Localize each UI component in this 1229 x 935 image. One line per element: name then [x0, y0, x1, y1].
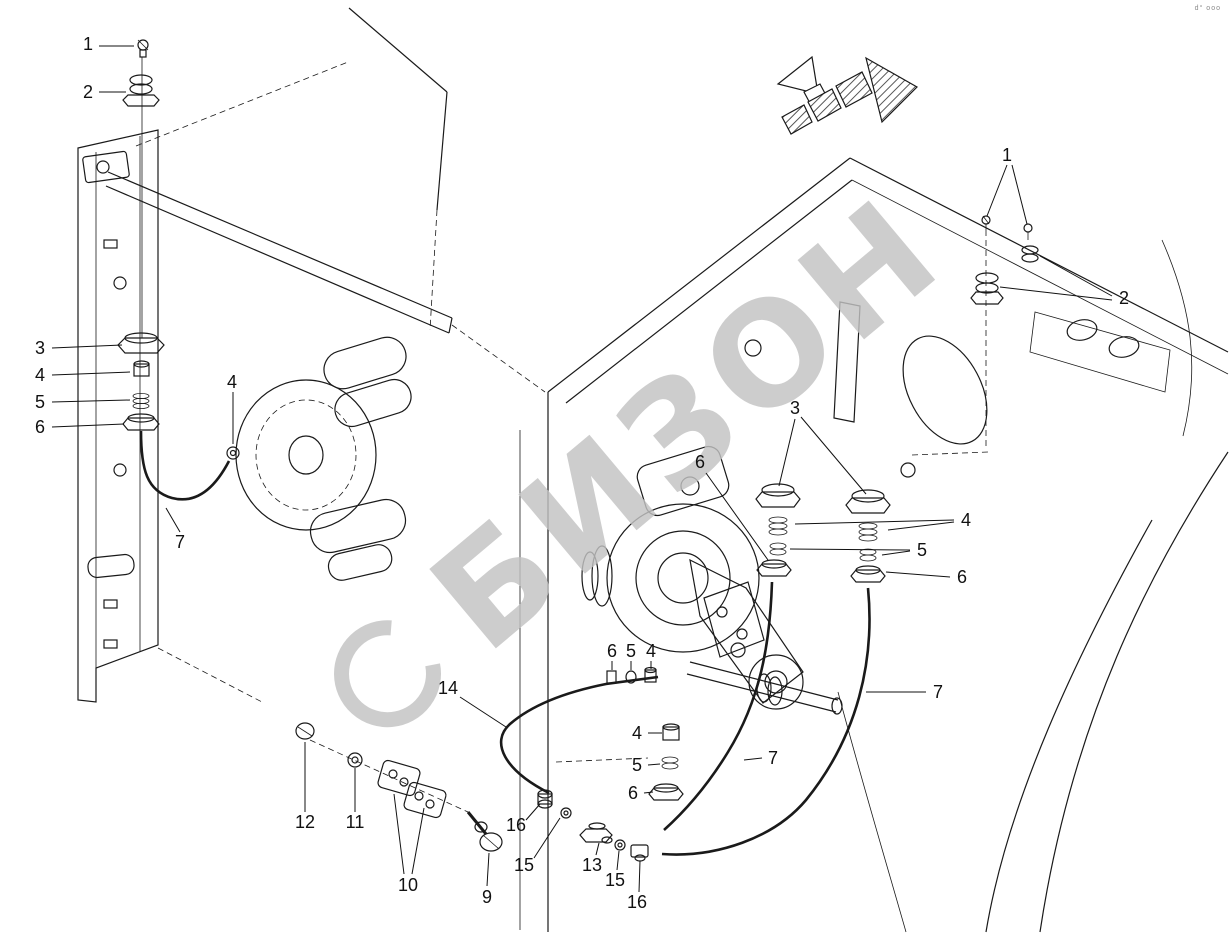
part-callout-1: 1	[1001, 145, 1013, 165]
part-callout-4: 4	[645, 641, 657, 661]
center-drum-assembly	[581, 445, 843, 715]
watermark-logo-icon	[334, 620, 441, 728]
part-callout-1: 1	[82, 34, 94, 54]
part-callout-13: 13	[581, 855, 603, 875]
part-callout-2: 2	[82, 82, 94, 102]
right-grease-fittings	[661, 215, 1039, 856]
part-callout-16: 16	[505, 815, 527, 835]
part-callout-5: 5	[625, 641, 637, 661]
part-callout-3: 3	[789, 398, 801, 418]
part-callout-14: 14	[437, 678, 459, 698]
part-callout-12: 12	[294, 812, 316, 832]
part-callout-9: 9	[481, 887, 493, 907]
part-callout-2: 2	[1118, 288, 1130, 308]
part-callout-6: 6	[34, 417, 46, 437]
part-callout-7: 7	[767, 748, 779, 768]
part-callout-15: 15	[604, 870, 626, 890]
center-frame	[519, 157, 1229, 933]
part-callout-4: 4	[34, 365, 46, 385]
part-callout-3: 3	[34, 338, 46, 358]
part-callout-6: 6	[956, 567, 968, 587]
left-drum	[235, 336, 412, 581]
watermark: БИЗОН	[334, 166, 973, 728]
part-callout-4: 4	[960, 510, 972, 530]
left-frame-rail	[77, 129, 263, 703]
clamp-assembly	[295, 722, 649, 862]
part-callout-4: 4	[631, 723, 643, 743]
hose-14-assembly	[499, 666, 684, 801]
part-callout-7: 7	[174, 532, 186, 552]
corner-code: d° ooo	[1194, 5, 1221, 12]
part-callout-15: 15	[513, 855, 535, 875]
left-grease-fittings	[117, 39, 240, 501]
watermark-logo-inner-icon	[360, 639, 421, 700]
part-callout-6: 6	[606, 641, 618, 661]
direction-arrows-icon	[776, 55, 918, 135]
part-callout-6: 6	[694, 452, 706, 472]
part-callout-16: 16	[626, 892, 648, 912]
part-callout-5: 5	[631, 755, 643, 775]
part-callout-4: 4	[226, 372, 238, 392]
part-callout-5: 5	[34, 392, 46, 412]
part-callout-10: 10	[397, 875, 419, 895]
part-callout-5: 5	[916, 540, 928, 560]
callout-leader-lines	[51, 45, 1113, 893]
part-callout-6: 6	[627, 783, 639, 803]
upper-beam	[105, 7, 546, 393]
part-callout-11: 11	[345, 812, 365, 832]
watermark-text: БИЗОН	[402, 166, 973, 683]
part-callout-7: 7	[932, 682, 944, 702]
